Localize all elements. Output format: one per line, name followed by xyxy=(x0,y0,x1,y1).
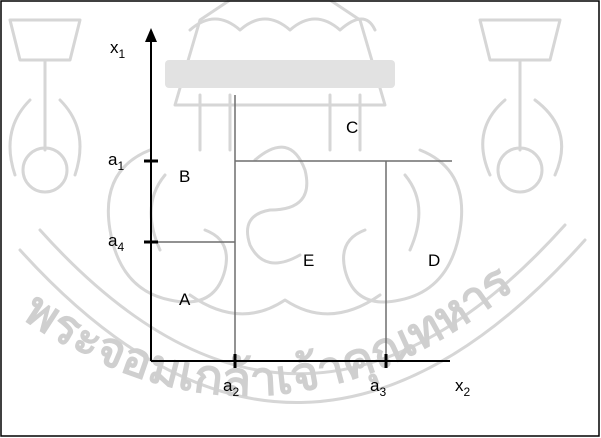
region-label-d: D xyxy=(428,251,440,270)
seal-arc-text: พระจอมเกล้าเจ้าคุณทหาร xyxy=(14,253,523,408)
lantern-ornament-left xyxy=(10,20,80,192)
y-axis-label: x1 xyxy=(110,38,126,61)
region-label-c: C xyxy=(346,118,358,137)
tick-label-a1: a1 xyxy=(108,150,124,173)
naga-ornament xyxy=(108,147,461,314)
lantern-ornament-right xyxy=(480,20,562,192)
crown-emblem xyxy=(165,0,395,150)
university-seal-watermark: พระจอมเกล้าเจ้าคุณทหาร xyxy=(10,0,585,408)
x-axis-label: x2 xyxy=(455,376,471,399)
region-label-b: B xyxy=(179,167,190,186)
y-axis-arrowhead xyxy=(145,28,157,42)
region-label-a: A xyxy=(179,290,191,309)
region-label-e: E xyxy=(303,251,314,270)
